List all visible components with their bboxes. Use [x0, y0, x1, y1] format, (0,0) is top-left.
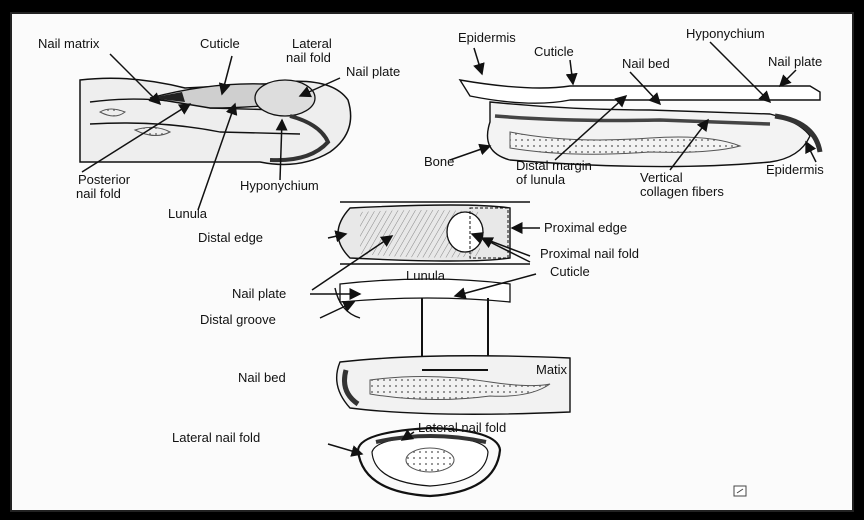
label-proximal-nail-fold: Proximal nail fold [540, 246, 639, 261]
label-lateral-nail-fold-right: Lateral nail fold [418, 420, 506, 435]
top-right-long-section [460, 80, 820, 167]
label-posterior-nail-fold-1: Posterior [78, 172, 131, 187]
lunula-top [447, 212, 483, 252]
label-lateral-nail-fold-left: Lateral nail fold [172, 430, 260, 445]
label-cuticle-bottom: Cuticle [550, 264, 590, 279]
label-lateral-nail-fold-2: nail fold [286, 50, 331, 65]
label-nail-plate-bottom: Nail plate [232, 286, 286, 301]
label-epidermis-top: Epidermis [458, 30, 516, 45]
label-nail-plate-top-left: Nail plate [346, 64, 400, 79]
label-hyponychium-top-right: Hyponychium [686, 26, 765, 41]
diagram-frame: Nail matrix Cuticle Lateral nail fold Na… [10, 12, 854, 512]
label-nail-matrix: Nail matrix [38, 36, 100, 51]
finger-tip-long [488, 102, 811, 167]
label-posterior-nail-fold-2: nail fold [76, 186, 121, 201]
label-nail-bed-bottom: Nail bed [238, 370, 286, 385]
label-distal-margin-2: of lunula [516, 172, 566, 187]
label-lunula-bottom: Lunula [406, 268, 446, 283]
label-hyponychium-top-left: Hyponychium [240, 178, 319, 193]
label-distal-margin-1: Distal margin [516, 158, 592, 173]
label-bone: Bone [424, 154, 454, 169]
label-lunula-top-left: Lunula [168, 206, 208, 221]
label-cuticle-top-right: Cuticle [534, 44, 574, 59]
label-matix: Matix [536, 362, 568, 377]
label-distal-edge: Distal edge [198, 230, 263, 245]
nail-cross-section [358, 428, 500, 496]
label-lateral-nail-fold-1: Lateral [292, 36, 332, 51]
label-vertical-collagen-2: collagen fibers [640, 184, 724, 199]
nail-bed-section [337, 356, 570, 415]
label-vertical-collagen-1: Vertical [640, 170, 683, 185]
label-nail-plate-top-right: Nail plate [768, 54, 822, 69]
nail-anatomy-diagram: Nail matrix Cuticle Lateral nail fold Na… [10, 12, 854, 512]
label-proximal-edge: Proximal edge [544, 220, 627, 235]
label-distal-groove: Distal groove [200, 312, 276, 327]
label-epidermis-bottom: Epidermis [766, 162, 824, 177]
nail-top-view [338, 202, 530, 264]
label-nail-bed-top-right: Nail bed [622, 56, 670, 71]
lunula-shape [255, 80, 315, 116]
label-cuticle-top-left: Cuticle [200, 36, 240, 51]
